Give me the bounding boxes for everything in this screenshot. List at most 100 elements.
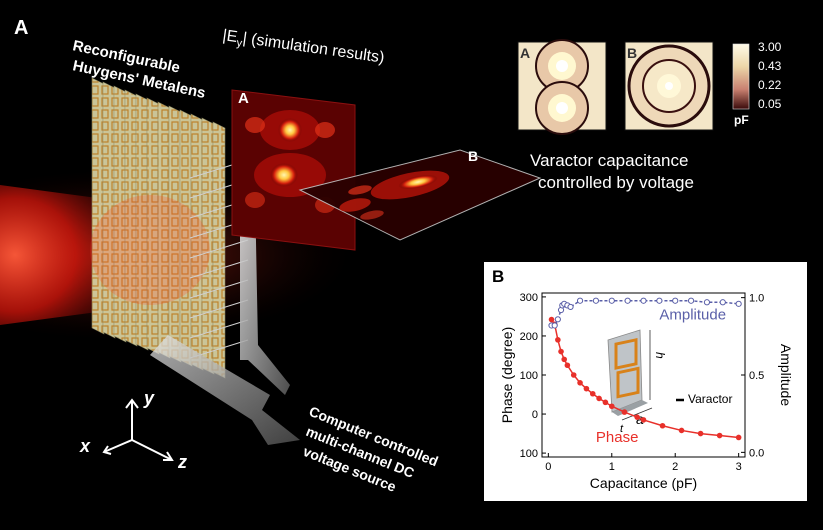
field-plane-a: A xyxy=(231,89,356,251)
capacitance-map-b: B xyxy=(624,41,714,131)
inset-t-label: t xyxy=(620,423,624,435)
colorbar-tick-1: 3.00 xyxy=(758,40,782,54)
x-tick-label: 1 xyxy=(609,461,615,473)
control-wire xyxy=(189,239,249,259)
phase-point xyxy=(564,362,571,369)
phase-point xyxy=(583,385,590,392)
amplitude-point xyxy=(703,299,711,306)
phase-point xyxy=(555,337,561,343)
y-left-axis-label: Phase (degree) xyxy=(499,327,515,424)
y-left-tick-label: 200 xyxy=(520,331,538,343)
sim-title: |Ey| (simulation results) xyxy=(221,27,385,70)
phase-point xyxy=(602,399,609,406)
phase-point xyxy=(558,348,564,355)
phase-point xyxy=(570,372,577,378)
phase-point xyxy=(589,390,596,397)
control-wire xyxy=(189,279,249,299)
metalens-panel xyxy=(113,85,127,343)
control-bus-arrow xyxy=(240,190,290,395)
colorbar-tick-3: 0.22 xyxy=(758,78,782,92)
phase-point xyxy=(608,403,615,410)
metalens-panel xyxy=(102,81,116,339)
control-wire xyxy=(189,259,249,279)
amplitude-point xyxy=(554,316,561,323)
sim-title-sub: y xyxy=(236,37,244,50)
amplitude-point xyxy=(735,300,742,307)
series-label-amplitude: Amplitude xyxy=(659,306,726,323)
y-right-axis-label: Amplitude xyxy=(778,344,794,406)
inset-h-label: h xyxy=(653,352,667,359)
capacitance-map-a: A xyxy=(517,39,607,135)
x-tick-label: 3 xyxy=(736,461,742,473)
amplitude-point xyxy=(592,297,600,304)
phase-point xyxy=(716,432,723,439)
sim-title-part2: | (simulation results) xyxy=(242,30,386,67)
amplitude-point xyxy=(687,297,695,304)
amplitude-point xyxy=(551,322,558,329)
phase-point xyxy=(577,380,583,386)
axes-triad xyxy=(102,398,174,461)
y-left-tick-label: 100 xyxy=(520,448,538,460)
amplitude-point xyxy=(567,303,574,311)
phase-point xyxy=(548,316,555,323)
sim-b-label: B xyxy=(468,148,478,164)
phase-point xyxy=(659,422,666,429)
axis-z-label: z xyxy=(177,452,187,472)
phase-point xyxy=(697,430,704,437)
varactor-caption-line2: controlled by voltage xyxy=(538,173,694,192)
amplitude-point xyxy=(608,297,615,304)
colorbar-tick-2: 0.43 xyxy=(758,59,782,73)
phase-point xyxy=(735,434,742,441)
amplitude-point xyxy=(576,297,584,304)
metalens-stack xyxy=(90,77,226,379)
phase-point xyxy=(561,356,568,363)
control-wire xyxy=(189,319,249,339)
field-plane-b: B xyxy=(298,148,542,241)
y-left-tick-label: 300 xyxy=(520,292,538,304)
panel-a-label: A xyxy=(14,17,28,39)
phase-point xyxy=(634,414,640,420)
colorbar-unit: pF xyxy=(734,113,749,127)
phase-point xyxy=(596,395,602,402)
y-right-tick-label: 1.0 xyxy=(749,293,764,305)
metalens-panel xyxy=(135,93,149,351)
metalens-panel xyxy=(124,89,138,347)
control-wire xyxy=(189,299,249,319)
y-right-tick-label: 0.0 xyxy=(749,447,764,459)
phase-point xyxy=(678,427,685,434)
phase-point xyxy=(640,417,647,423)
cap-map-a-label: A xyxy=(520,45,530,61)
amplitude-point xyxy=(640,297,647,304)
axis-x-label: x xyxy=(79,436,91,456)
x-tick-label: 2 xyxy=(672,461,678,473)
sim-a-label: A xyxy=(238,90,249,107)
colorbar: 3.00 0.43 0.22 0.05 pF xyxy=(732,40,782,127)
y-left-tick-label: 100 xyxy=(520,370,538,382)
axis-y-label: y xyxy=(143,388,155,408)
phase-point xyxy=(621,409,628,415)
metalens-panel xyxy=(91,77,105,335)
colorbar-tick-4: 0.05 xyxy=(758,97,782,111)
cap-map-b-label: B xyxy=(627,45,637,61)
sim-title-part1: |E xyxy=(221,27,238,46)
amplitude-point xyxy=(719,299,726,306)
amplitude-point xyxy=(624,297,631,304)
svg-text:|Ey| (simulation results): |Ey| (simulation results) xyxy=(221,27,385,70)
inset-varactor-label: Varactor xyxy=(688,392,732,406)
amplitude-point xyxy=(656,297,663,304)
x-tick-label: 0 xyxy=(545,461,551,473)
y-left-tick-label: 0 xyxy=(532,409,538,421)
series-label-phase: Phase xyxy=(596,429,639,446)
x-axis-label: Capacitance (pF) xyxy=(590,475,697,491)
amplitude-point xyxy=(672,297,679,304)
source-arrow xyxy=(150,335,300,445)
varactor-caption-line1: Varactor capacitance xyxy=(530,151,688,170)
panel-b-label: B xyxy=(492,267,504,286)
y-right-tick-label: 0.5 xyxy=(749,370,764,382)
metalens-beam-spot xyxy=(90,195,210,305)
